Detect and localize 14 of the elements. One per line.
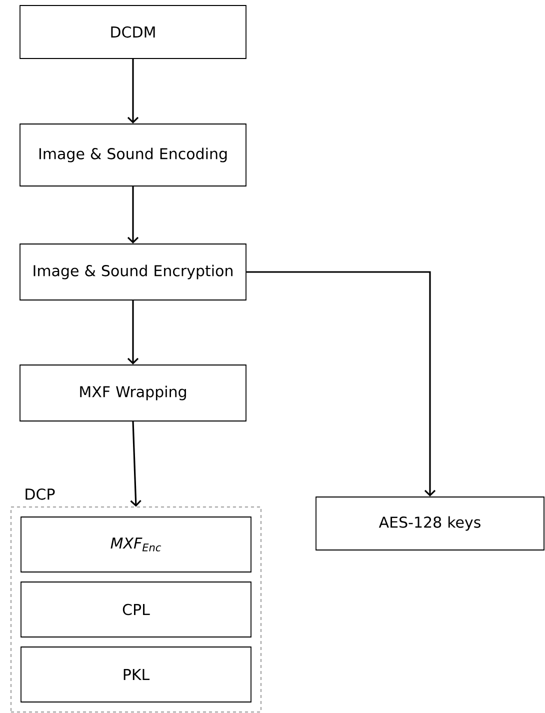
process-box: CPL	[20, 582, 252, 638]
arrow	[246, 271, 436, 497]
process-box: Image & Sound Encoding	[20, 124, 246, 186]
process-box: MXF$_{Enc}$	[20, 516, 252, 572]
arrow	[127, 300, 139, 365]
arrow	[127, 186, 139, 244]
arrow	[127, 58, 139, 124]
process-box: AES-128 keys	[316, 496, 544, 550]
process-box: MXF Wrapping	[20, 364, 246, 422]
node-label: DCP	[26, 488, 55, 500]
process-box: DCDM	[20, 5, 246, 59]
process-box: Image & Sound Encryption	[20, 244, 246, 300]
process-box: PKL	[20, 646, 252, 702]
arrow	[130, 421, 142, 507]
